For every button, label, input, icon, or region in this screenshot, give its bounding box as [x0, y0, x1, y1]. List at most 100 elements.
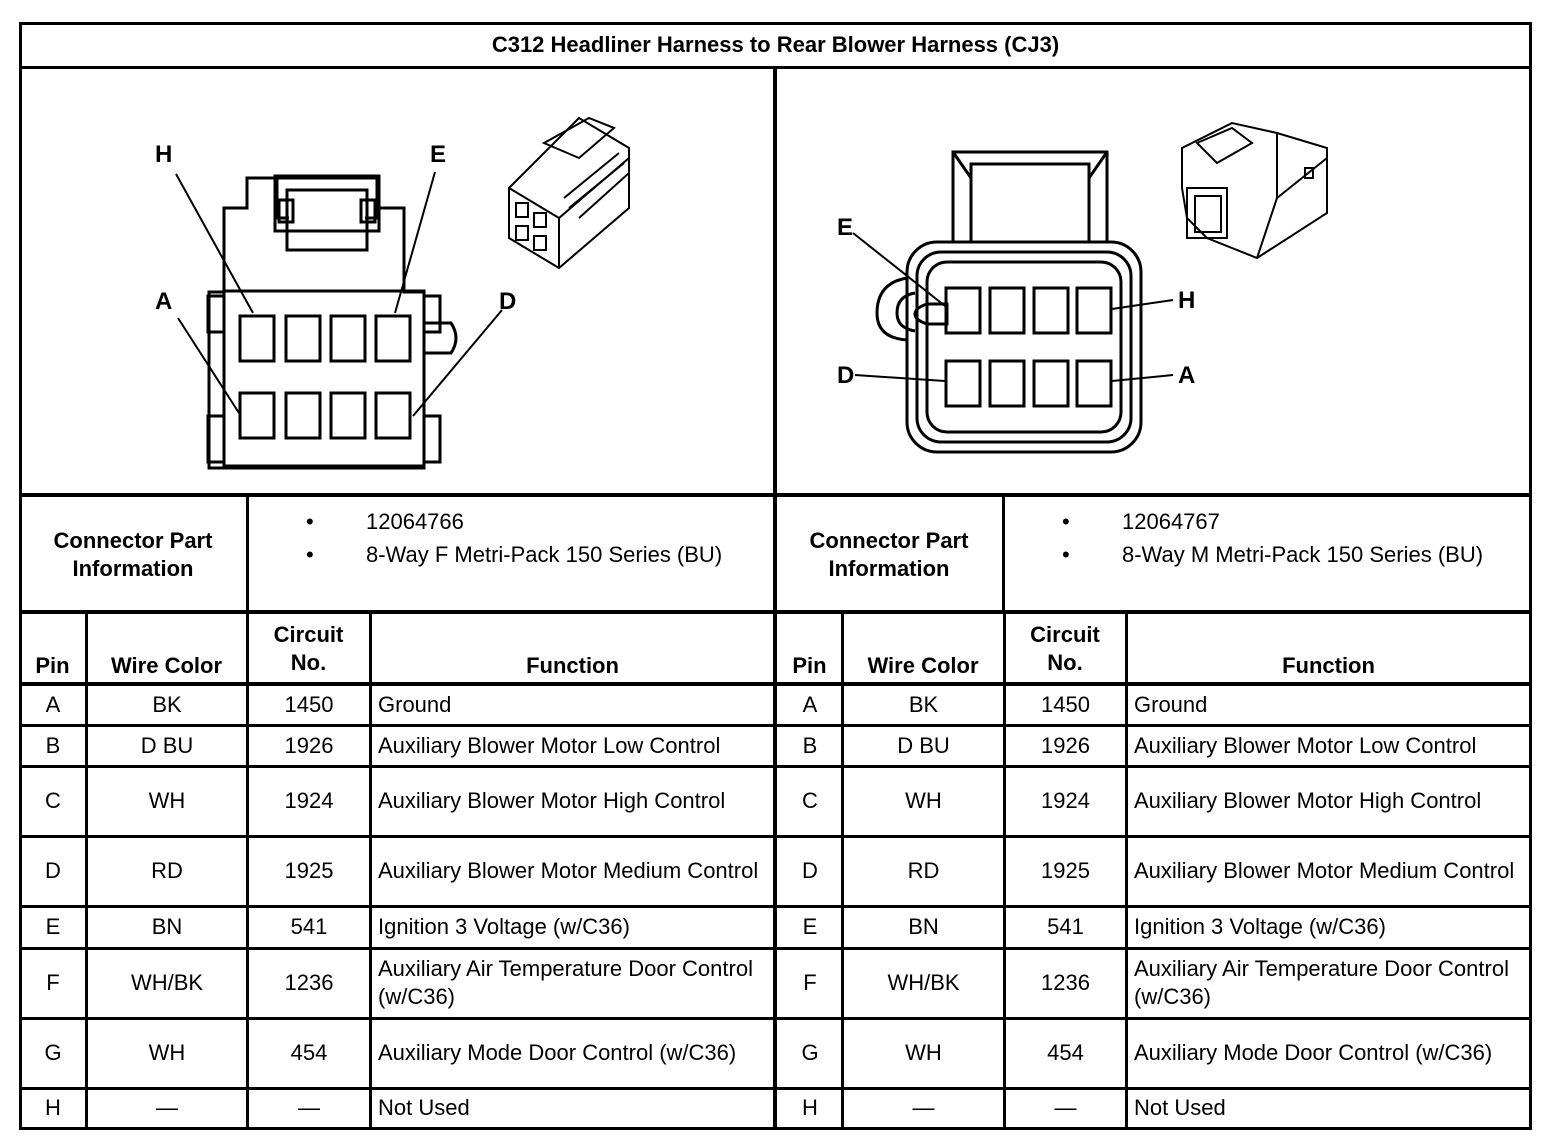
left-cell-function: Auxiliary Blower Motor Medium Control [378, 858, 759, 883]
part-info-left-divider [246, 493, 249, 613]
left-cell-pin: F [46, 970, 60, 995]
left-cell-circuit: 1926 [284, 732, 334, 758]
left-cell-circuit: 1924 [284, 788, 334, 813]
right-cell-circuit: 1450 [1041, 691, 1090, 717]
right-connector-drawing: E H D A [837, 121, 1328, 454]
left-cell-circuit: — [298, 1095, 320, 1120]
frame-left [19, 22, 22, 1130]
header-circuit-line2: No. [1047, 650, 1083, 675]
bullet-icon: • [306, 509, 314, 534]
right-row-divider [777, 905, 1531, 908]
left-cell-wire: WH [148, 1040, 186, 1065]
right-cell-pin: E [802, 914, 818, 939]
left-row-divider [19, 905, 775, 908]
center-divider [773, 66, 777, 1130]
left-cell-wire: D BU [140, 732, 194, 758]
right-cell-function: Auxiliary Blower Motor High Control [1134, 788, 1482, 813]
right-cell-circuit: 1926 [1041, 732, 1090, 758]
right-cell-function: Auxiliary Air Temperature Door Control (… [1134, 956, 1509, 1009]
left-cell-pin: G [44, 1040, 62, 1065]
right-part-info-label: Connector Part Information [809, 528, 969, 581]
left-part-info-label: Connector Part Information [53, 528, 213, 581]
right-cell-pin: B [802, 732, 818, 758]
right-cell-function: Auxiliary Mode Door Control (w/C36) [1134, 1040, 1493, 1065]
right-pin-label-d: D [837, 362, 854, 389]
part-info-top-border [19, 493, 1532, 497]
left-cell-circuit: 541 [290, 914, 328, 939]
left-connector-drawing: H E A D [155, 116, 630, 470]
left-pin-label-h: H [155, 141, 172, 168]
left-header-wire-color: Wire Color [110, 653, 223, 678]
left-cell-wire: BK [152, 691, 182, 717]
right-cell-function: Ignition 3 Voltage (w/C36) [1134, 914, 1386, 939]
left-cell-circuit: 454 [290, 1040, 328, 1065]
right-cell-pin: H [802, 1095, 818, 1120]
right-part-info-list: •12064767 • 8-Way M Metri-Pack 150 Series… [1056, 505, 1483, 571]
left-column-divider [246, 614, 249, 1128]
frame-top [19, 22, 1532, 25]
left-column-divider [85, 614, 88, 1128]
left-pin-label-d: D [499, 288, 516, 315]
left-row-divider [19, 1087, 775, 1090]
right-cell-pin: G [801, 1040, 819, 1065]
left-cell-function: Not Used [378, 1095, 470, 1120]
right-row-divider [777, 724, 1531, 727]
right-cell-function: Auxiliary Blower Motor Medium Control [1134, 858, 1515, 883]
left-part-series-item: •8-Way F Metri-Pack 150 Series (BU) [300, 538, 722, 571]
left-cell-function: Auxiliary Mode Door Control (w/C36) [378, 1040, 737, 1065]
right-cell-pin: C [802, 788, 818, 813]
right-cell-pin: D [802, 858, 818, 883]
right-cell-circuit: 1236 [1041, 970, 1090, 995]
right-row-divider [777, 1017, 1531, 1020]
right-row-divider [777, 1087, 1531, 1090]
right-row-divider [777, 835, 1531, 838]
right-cell-wire: — [912, 1095, 935, 1120]
left-cell-pin: E [45, 914, 61, 939]
page-title: C312 Headliner Harness to Rear Blower Ha… [491, 32, 1060, 57]
left-cell-pin: D [45, 858, 61, 883]
right-part-number-item: •12064767 [1056, 505, 1483, 538]
left-cell-wire: RD [151, 858, 183, 883]
left-cell-pin: B [45, 732, 61, 758]
right-cell-wire: WH [905, 1040, 942, 1065]
bullet-icon: • [306, 542, 314, 567]
right-cell-wire: D BU [897, 732, 950, 758]
right-cell-pin: A [802, 691, 818, 717]
left-header-divider [19, 682, 775, 686]
right-column-divider [1125, 614, 1128, 1128]
right-cell-function: Not Used [1134, 1095, 1226, 1120]
right-pin-label-h: H [1178, 287, 1195, 314]
right-header-pin: Pin [792, 653, 827, 678]
left-cell-circuit: 1236 [284, 970, 334, 995]
left-cell-wire: WH [148, 788, 186, 813]
right-cell-wire: RD [907, 858, 940, 883]
right-column-divider [841, 614, 844, 1128]
right-pin-label-a: A [1178, 362, 1195, 389]
left-cell-function: Auxiliary Air Temperature Door Control (… [378, 956, 753, 1009]
left-cell-wire: WH/BK [130, 970, 204, 995]
right-cell-function: Ground [1134, 691, 1208, 717]
right-header-wire-color: Wire Color [867, 653, 979, 678]
right-cell-wire: WH [905, 788, 942, 813]
left-cell-circuit: 1450 [284, 691, 334, 717]
right-part-series: 8-Way M Metri-Pack 150 Series (BU) [1122, 542, 1484, 567]
right-cell-wire: WH/BK [887, 970, 960, 995]
left-pin-label-e: E [430, 141, 446, 168]
right-header-divider [777, 682, 1531, 686]
left-row-divider [19, 724, 775, 727]
right-cell-circuit: 1924 [1041, 788, 1090, 813]
bullet-icon: • [1062, 509, 1070, 534]
left-cell-function: Auxiliary Blower Motor High Control [378, 788, 726, 813]
right-row-divider [777, 947, 1531, 950]
left-cell-pin: H [45, 1095, 61, 1120]
left-cell-function: Ground [378, 691, 452, 717]
left-header-pin: Pin [35, 653, 70, 678]
header-circuit-line1: Circuit [273, 622, 344, 647]
left-cell-pin: C [45, 788, 61, 813]
right-cell-circuit: 1925 [1041, 858, 1090, 883]
right-column-divider [1003, 614, 1006, 1128]
left-cell-function: Auxiliary Blower Motor Low Control [378, 732, 721, 758]
left-row-divider [19, 947, 775, 950]
